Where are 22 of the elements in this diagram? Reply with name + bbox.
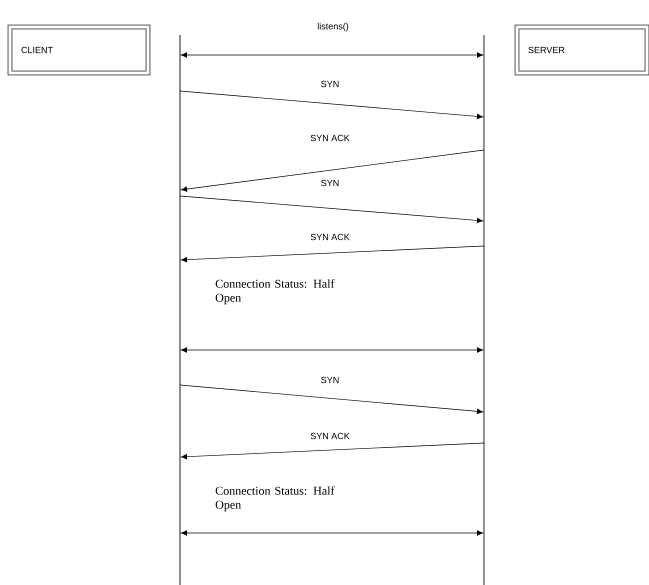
arrow: [180, 442, 484, 460]
actor-box: CLIENT: [8, 24, 150, 76]
lifeline: [179, 35, 181, 585]
lifeline: [483, 35, 485, 585]
status-note: Connection Status: Half Open: [216, 486, 335, 512]
arrow: [180, 530, 484, 536]
actor-box: SERVER: [514, 24, 649, 76]
arrow: [180, 384, 484, 414]
arrow: [180, 246, 484, 262]
edge-label: SYN ACK: [308, 133, 352, 143]
edge-label: SYN ACK: [308, 431, 352, 441]
status-note: Connection Status: Half Open: [216, 279, 335, 304]
edge-label: SYN: [319, 178, 341, 188]
arrow: [180, 150, 484, 192]
arrow: [180, 90, 484, 120]
edge-label: listens(): [316, 21, 350, 33]
edge-label: SYN: [319, 375, 341, 385]
edge-label: SYN: [319, 79, 341, 89]
arrow: [180, 347, 484, 353]
arrow: [180, 196, 484, 224]
edge-label: SYN ACK: [308, 232, 352, 242]
arrow: [180, 52, 484, 58]
